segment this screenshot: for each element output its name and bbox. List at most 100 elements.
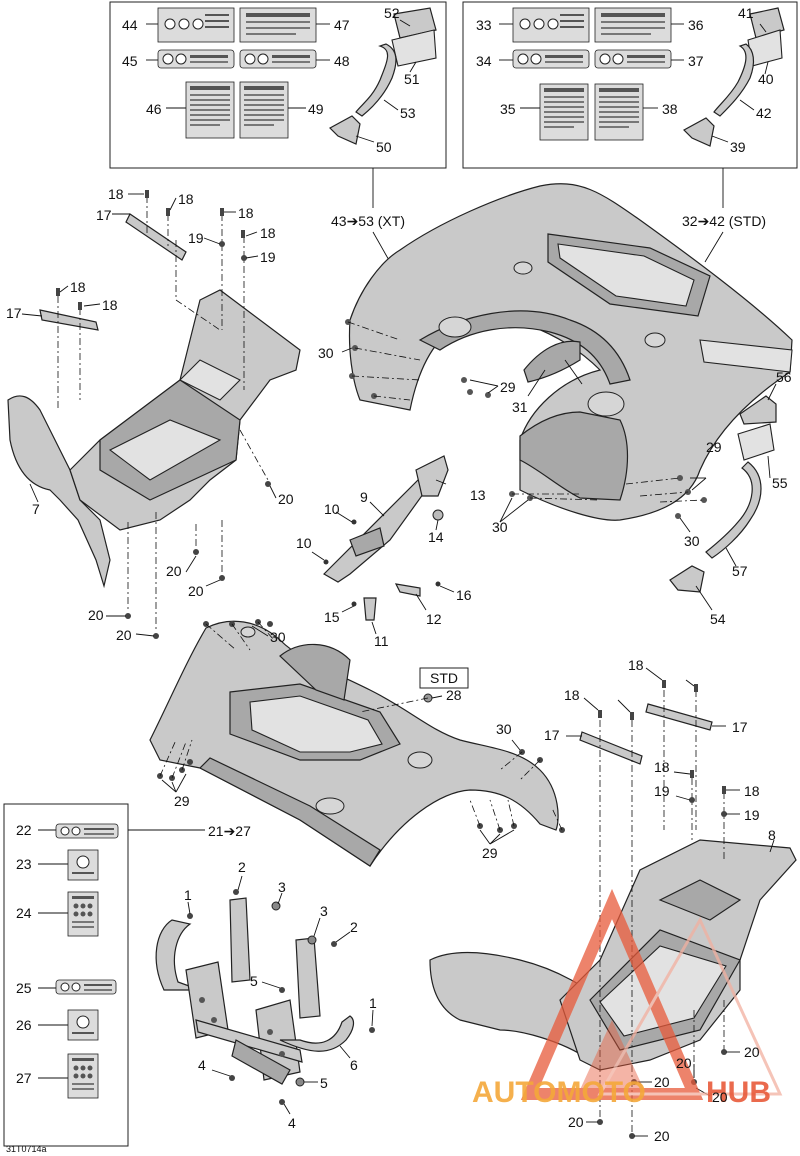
callout-29-b: 29 [706, 439, 722, 455]
callout-20-j: 20 [568, 1114, 584, 1130]
callout-18-f: 18 [102, 297, 118, 313]
decal-37 [594, 49, 672, 69]
decal-34 [512, 49, 590, 69]
callout-25: 25 [16, 980, 32, 996]
callout-36: 36 [688, 17, 704, 33]
callout-33: 33 [476, 17, 492, 33]
trim-42 [713, 43, 755, 117]
callout-28: 28 [446, 687, 462, 703]
trim-50 [329, 115, 361, 145]
callout-46: 46 [146, 101, 162, 117]
callout-12: 12 [426, 611, 442, 627]
callout-17-c: 17 [544, 727, 560, 743]
right-leaders [566, 667, 775, 1137]
callout-18-d: 18 [260, 225, 276, 241]
callout-19-d: 19 [744, 807, 760, 823]
left-leaders [21, 193, 277, 637]
footrest-strip-17a [39, 309, 99, 331]
callout-31: 31 [512, 399, 528, 415]
trim-53 [355, 43, 397, 117]
callout-20-k: 20 [654, 1128, 670, 1144]
callout-16: 16 [456, 587, 472, 603]
front-fasteners [157, 619, 565, 833]
diagram-id: 31T0714a [6, 1144, 47, 1154]
callout-1-b: 1 [369, 995, 377, 1011]
callout-17-b: 17 [6, 305, 22, 321]
callout-50: 50 [376, 139, 392, 155]
callout-29-d: 29 [482, 845, 498, 861]
trim-41 [749, 7, 785, 39]
trim-52 [393, 7, 437, 39]
callout-5-b: 5 [320, 1075, 328, 1091]
rear-fasteners [341, 319, 707, 533]
front-leaders [161, 625, 521, 845]
bumper-fasteners [187, 875, 375, 1115]
callout-4-a: 4 [198, 1057, 206, 1073]
watermark-text-a: AUTOMOTO [472, 1076, 646, 1109]
callout-22: 22 [16, 822, 32, 838]
callout-35: 35 [500, 101, 516, 117]
callout-29-c: 29 [174, 793, 190, 809]
trim-55 [737, 423, 775, 461]
bracket-leaders [311, 479, 455, 635]
callout-45: 45 [122, 53, 138, 69]
callout-6: 6 [350, 1057, 358, 1073]
callout-18-j: 18 [744, 783, 760, 799]
callout-3-b: 3 [320, 903, 328, 919]
left-footwell [7, 213, 301, 589]
trim-56 [739, 395, 777, 425]
trim-51 [391, 29, 437, 67]
std-tag-box [419, 667, 469, 689]
rear-pad-31 [523, 340, 581, 383]
front-decal-kit-range: 21➔27 [208, 823, 251, 839]
callout-54: 54 [710, 611, 726, 627]
callout-39: 39 [730, 139, 746, 155]
decal-kit-front-box [3, 803, 129, 1147]
callout-26: 26 [16, 1017, 32, 1033]
callout-41: 41 [738, 5, 754, 21]
callout-52: 52 [384, 5, 400, 21]
watermark-text-b: HUB [706, 1076, 771, 1109]
callout-48: 48 [334, 53, 350, 69]
callout-3-a: 3 [278, 879, 286, 895]
rear-fender [348, 183, 793, 521]
callout-19-b: 19 [260, 249, 276, 265]
callout-18-g: 18 [628, 657, 644, 673]
callout-18-c: 18 [238, 205, 254, 221]
footrest-strip-17d [645, 703, 713, 731]
callout-15: 15 [324, 609, 340, 625]
callout-30-e: 30 [496, 721, 512, 737]
callout-20-d: 20 [88, 607, 104, 623]
callout-44: 44 [122, 17, 138, 33]
footrest-strip-17b [125, 213, 187, 261]
trim-57 [705, 461, 762, 559]
callout-29-a: 29 [500, 379, 516, 395]
trim-39 [683, 117, 715, 147]
callout-20-g: 20 [676, 1055, 692, 1071]
callout-38: 38 [662, 101, 678, 117]
callout-49: 49 [308, 101, 324, 117]
callout-8: 8 [768, 827, 776, 843]
callout-18-a: 18 [108, 186, 124, 202]
callout-30-d: 30 [270, 629, 286, 645]
callouts: 44 47 45 48 46 49 52 51 53 50 33 36 34 3… [6, 5, 792, 1131]
callout-53: 53 [400, 105, 416, 121]
callout-20-i: 20 [712, 1089, 728, 1105]
callout-51: 51 [404, 71, 420, 87]
callout-40: 40 [758, 71, 774, 87]
callout-5-a: 5 [250, 973, 258, 989]
callout-14: 14 [428, 529, 444, 545]
front-bumper [155, 897, 355, 1085]
center-bracket [323, 455, 449, 621]
footrest-strip-17c [579, 731, 643, 765]
callout-10-a: 10 [324, 501, 340, 517]
callout-13: 13 [470, 487, 486, 503]
callout-20-b: 20 [166, 563, 182, 579]
callout-56: 56 [776, 369, 792, 385]
callout-57: 57 [732, 563, 748, 579]
callout-11: 11 [374, 633, 389, 649]
front-fender [149, 620, 559, 867]
callout-27: 27 [16, 1070, 32, 1086]
std-tag: STD [430, 670, 458, 686]
